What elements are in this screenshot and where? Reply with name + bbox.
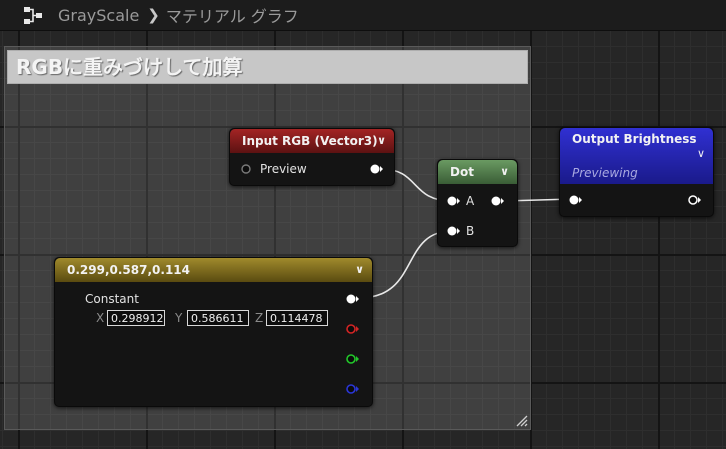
output-brightness-node[interactable]: Output Brightness ∨ Previewing	[559, 127, 714, 217]
comment-title[interactable]: RGBに重みづけして加算	[7, 50, 528, 84]
breadcrumb: GrayScale ❯ マテリアル グラフ	[0, 0, 726, 31]
node-header[interactable]: Dot ∨	[438, 160, 517, 184]
constant-label: Constant	[85, 292, 139, 306]
node-title: 0.299,0.587,0.114	[67, 263, 190, 277]
preview-input-pin[interactable]	[240, 163, 254, 175]
dot-node[interactable]: Dot ∨ A B	[437, 159, 518, 247]
output-pin[interactable]	[688, 194, 702, 206]
output-pin-rgb[interactable]	[346, 293, 360, 305]
chevron-down-icon[interactable]: ∨	[696, 147, 705, 160]
pin-label: Preview	[260, 162, 307, 176]
breadcrumb-asset[interactable]: GrayScale	[58, 5, 140, 25]
output-pin-r[interactable]	[346, 323, 360, 335]
output-pin-b[interactable]	[346, 383, 360, 395]
output-pin-g[interactable]	[346, 353, 360, 365]
chevron-down-icon[interactable]: ∨	[355, 263, 364, 276]
pin-label-b: B	[466, 224, 475, 238]
graph-icon[interactable]	[22, 4, 44, 26]
constant-vector3-node[interactable]: 0.299,0.587,0.114 ∨ Constant X 0.298912 …	[54, 257, 373, 407]
input-pin[interactable]	[569, 194, 583, 206]
input-pin-b[interactable]	[447, 225, 461, 237]
chevron-right-icon: ❯	[147, 6, 160, 24]
node-header[interactable]: Output Brightness ∨ Previewing	[560, 128, 713, 184]
z-label: Z	[255, 311, 264, 325]
node-title: Output Brightness	[572, 132, 697, 146]
chevron-down-icon[interactable]: ∨	[500, 165, 509, 178]
breadcrumb-graph[interactable]: マテリアル グラフ	[165, 7, 299, 26]
chevron-down-icon[interactable]: ∨	[377, 134, 386, 147]
pin-label-a: A	[466, 194, 475, 208]
node-subtitle: Previewing	[572, 166, 638, 180]
y-label: Y	[175, 311, 183, 325]
x-label: X	[96, 311, 105, 325]
output-pin[interactable]	[491, 195, 505, 207]
z-value-field[interactable]: 0.114478	[266, 310, 328, 326]
y-value-field[interactable]: 0.586611	[187, 310, 249, 326]
output-pin[interactable]	[370, 163, 384, 175]
resize-grip-icon[interactable]	[514, 413, 528, 427]
node-title: Dot	[450, 165, 474, 179]
input-pin-a[interactable]	[447, 195, 461, 207]
node-header[interactable]: 0.299,0.587,0.114 ∨	[55, 258, 372, 282]
input-rgb-node[interactable]: Input RGB (Vector3) ∨ Preview	[229, 128, 395, 186]
node-title: Input RGB (Vector3)	[242, 134, 378, 148]
node-header[interactable]: Input RGB (Vector3) ∨	[230, 129, 394, 153]
x-value-field[interactable]: 0.298912	[107, 310, 165, 326]
